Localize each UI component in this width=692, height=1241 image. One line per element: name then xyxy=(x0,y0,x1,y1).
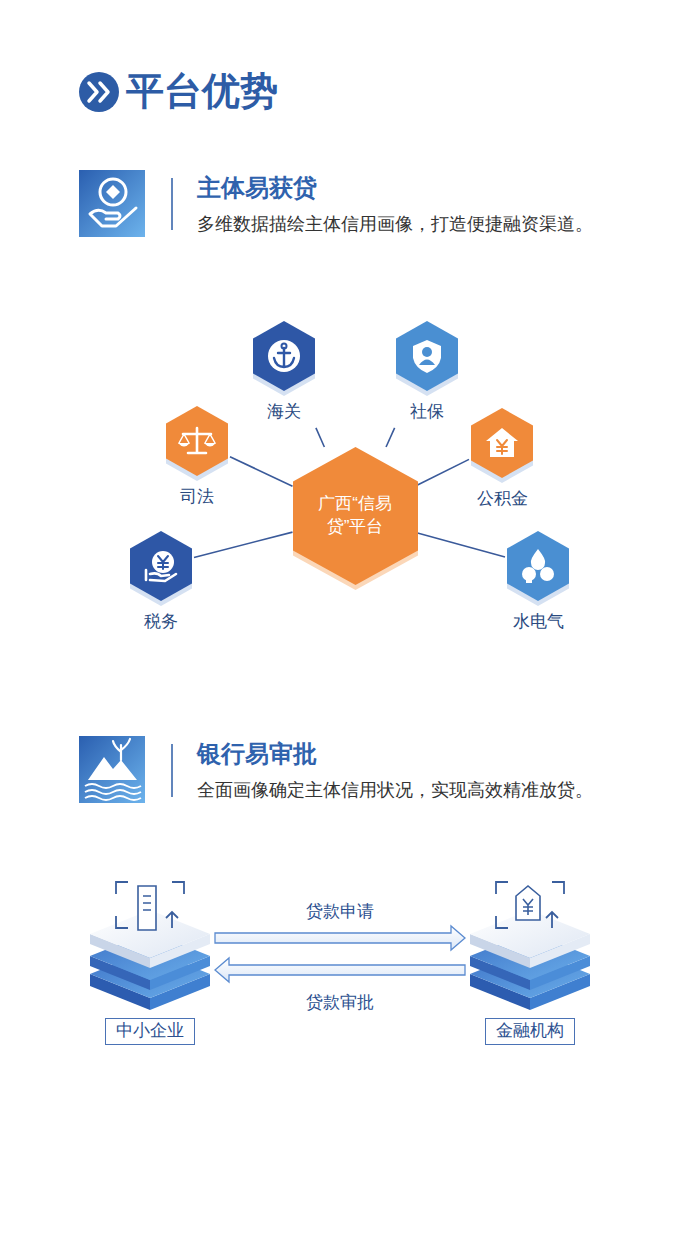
node-label: 社保 xyxy=(394,401,460,424)
hexagon-shape xyxy=(394,321,460,397)
link-line xyxy=(316,428,324,447)
hexagon-shape xyxy=(505,531,571,607)
hexagon-icon xyxy=(178,428,216,453)
source-hexagon: 司法 xyxy=(164,406,230,513)
section-body: 全面画像确定主体信用状况，实现高效精准放贷。 xyxy=(197,779,593,802)
scale-strings xyxy=(179,434,215,443)
node-label: 司法 xyxy=(164,486,230,509)
flow-arrow xyxy=(215,958,465,982)
source-hexagon: 水电气 xyxy=(505,531,571,638)
hexagon-fill xyxy=(166,406,228,476)
sprout xyxy=(113,739,130,760)
link-line xyxy=(386,428,395,447)
hexagon-fill xyxy=(253,321,315,391)
node-label: 水电气 xyxy=(505,611,571,634)
hexagon-icon xyxy=(268,340,300,372)
source-hexagon: 海关 xyxy=(251,321,317,428)
diamond xyxy=(106,185,120,199)
icon-disc xyxy=(268,340,300,372)
hexagon-fill xyxy=(130,531,192,601)
hand xyxy=(90,208,136,226)
link-line xyxy=(194,532,293,557)
chevron xyxy=(89,83,97,101)
source-hexagon: 社保 xyxy=(394,321,460,428)
node-label: 税务 xyxy=(128,611,194,634)
hexagon-shape xyxy=(469,408,535,484)
hexagon-icon xyxy=(522,549,554,583)
party-label: 金融机构 xyxy=(485,1018,575,1045)
hexagon-icon xyxy=(413,340,441,373)
edge-label: 贷款审批 xyxy=(306,992,374,1014)
link-line xyxy=(230,457,293,487)
edge-label: 贷款申请 xyxy=(306,901,374,923)
page-title: 平台优势 xyxy=(126,68,278,114)
person-head xyxy=(422,347,432,357)
waves xyxy=(85,784,141,800)
up-arrow xyxy=(166,912,178,928)
coin xyxy=(152,551,174,573)
section-heading: 主体易获贷 xyxy=(197,172,317,203)
hand xyxy=(146,570,176,581)
hexagon-fill xyxy=(396,321,458,391)
section-heading: 银行易审批 xyxy=(197,738,317,769)
divider xyxy=(171,178,173,230)
hub-hexagon: 广西“信易贷”平台 xyxy=(293,447,418,585)
bulb xyxy=(522,567,536,581)
stack-icon xyxy=(116,882,184,930)
link-line xyxy=(418,533,506,557)
shield xyxy=(413,340,441,373)
hexagon-fill xyxy=(293,447,418,585)
drop xyxy=(531,549,545,570)
icon-square xyxy=(79,170,145,237)
flow-arrow xyxy=(215,926,465,950)
anchor-symbol xyxy=(274,348,294,367)
node-label: 公积金 xyxy=(469,488,535,511)
title-icon xyxy=(79,72,119,112)
yuan-symbol xyxy=(158,556,168,569)
hexagon-shape xyxy=(251,321,317,397)
source-hexagon: 公积金 xyxy=(469,408,535,515)
section-body: 多维数据描绘主体信用画像，打造便捷融资渠道。 xyxy=(197,213,593,236)
bulb-base xyxy=(526,580,532,583)
hexagon-icon xyxy=(146,551,176,581)
icon-square xyxy=(79,736,145,803)
hexagon-fill xyxy=(507,531,569,601)
yuan-symbol xyxy=(497,440,507,454)
node-label: 海关 xyxy=(251,401,317,424)
link-line xyxy=(418,459,470,485)
source-hexagon: 税务 xyxy=(128,531,194,638)
bank-icon xyxy=(516,886,540,920)
chevron xyxy=(100,83,108,101)
up-arrow xyxy=(546,912,558,928)
person-body xyxy=(419,360,435,366)
anchor-ring xyxy=(282,344,287,349)
scan-bracket xyxy=(496,882,564,928)
building-lines xyxy=(143,896,151,910)
section-icon xyxy=(79,736,145,803)
hexagon-shape xyxy=(128,531,194,607)
hexagon-fill xyxy=(471,408,533,478)
scale-pans xyxy=(178,443,216,447)
mountain xyxy=(88,757,137,780)
hexagon-shape xyxy=(164,406,230,482)
icon-circle xyxy=(79,72,119,112)
party-label: 中小企业 xyxy=(105,1018,195,1045)
flame xyxy=(540,567,554,581)
building-icon xyxy=(138,886,156,930)
house xyxy=(486,428,518,457)
party-platform: 金融机构 xyxy=(465,870,595,1045)
yuan-symbol xyxy=(523,899,533,915)
stack-icon xyxy=(496,882,564,928)
hexagon-icon xyxy=(486,428,518,457)
divider xyxy=(171,744,173,797)
party-platform: 中小企业 xyxy=(85,870,215,1045)
coin xyxy=(100,179,126,205)
node-label: 广西“信易贷”平台 xyxy=(308,493,403,539)
section-icon xyxy=(79,170,145,237)
